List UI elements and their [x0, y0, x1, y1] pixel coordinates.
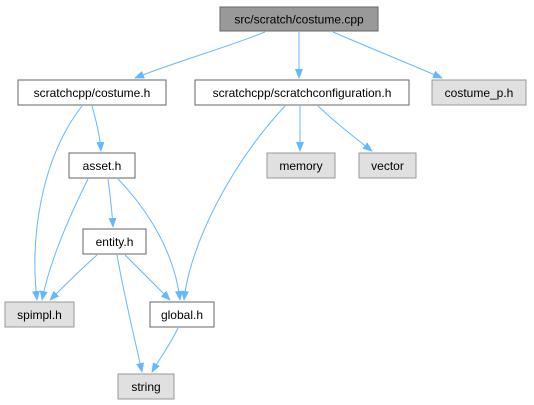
edge-costume-cpp-to-costume-p-h — [332, 31, 443, 79]
node-costume-p-h-box — [431, 79, 527, 106]
node-spimpl-h[interactable]: spimpl.h — [4, 301, 75, 328]
node-string-label: string — [131, 380, 160, 394]
node-asset-h-box — [68, 152, 136, 179]
nodes-layer: src/scratch/costume.cpp scratchcpp/costu… — [4, 6, 527, 400]
node-costume-h-box — [17, 79, 167, 106]
node-asset-h-label: asset.h — [83, 159, 122, 173]
node-costume-h-label: scratchcpp/costume.h — [34, 86, 151, 100]
edge-asset-h-to-global-h — [117, 178, 183, 301]
edge-entity-h-to-spimpl-h — [49, 254, 98, 301]
node-costume-p-h-label: costume_p.h — [445, 86, 514, 100]
edge-entity-h-to-string — [116, 254, 144, 373]
edge-costume-h-to-spimpl-h — [31, 105, 83, 301]
node-memory[interactable]: memory — [266, 152, 336, 179]
edge-global-h-to-string — [151, 327, 179, 373]
node-global-h-label: global.h — [161, 308, 203, 322]
edge-costume-h-to-asset-h — [91, 105, 105, 152]
node-spimpl-h-box — [4, 301, 75, 328]
node-global-h-box — [149, 301, 215, 328]
edge-asset-h-to-entity-h — [107, 178, 117, 228]
node-spimpl-h-label: spimpl.h — [17, 308, 62, 322]
node-global-h[interactable]: global.h — [149, 301, 215, 328]
node-memory-label: memory — [279, 159, 322, 173]
edge-asset-h-to-spimpl-h — [39, 178, 89, 301]
edge-entity-h-to-global-h — [124, 254, 171, 301]
edge-costume-cpp-to-costume-h — [134, 31, 266, 79]
node-costume-h[interactable]: scratchcpp/costume.h — [17, 79, 167, 106]
node-costume-p-h[interactable]: costume_p.h — [431, 79, 527, 106]
node-scratchconfiguration-h[interactable]: scratchcpp/scratchconfiguration.h — [194, 79, 410, 106]
node-string[interactable]: string — [117, 373, 175, 400]
node-costume-cpp-label: src/scratch/costume.cpp — [234, 13, 364, 27]
node-entity-h[interactable]: entity.h — [82, 228, 147, 255]
edge-config-h-to-vector — [317, 105, 373, 152]
node-vector-box — [358, 152, 417, 179]
node-vector-label: vector — [371, 159, 404, 173]
node-asset-h[interactable]: asset.h — [68, 152, 136, 179]
node-scratchconfiguration-h-box — [194, 79, 410, 106]
node-entity-h-label: entity.h — [96, 235, 134, 249]
node-costume-cpp-box — [219, 6, 379, 32]
node-entity-h-box — [82, 228, 147, 255]
node-string-box — [117, 373, 175, 400]
edge-config-h-to-global-h — [181, 105, 286, 301]
node-scratchconfiguration-h-label: scratchcpp/scratchconfiguration.h — [213, 86, 392, 100]
node-memory-box — [266, 152, 336, 179]
node-vector[interactable]: vector — [358, 152, 417, 179]
node-costume-cpp[interactable]: src/scratch/costume.cpp — [219, 6, 379, 32]
edges-layer — [31, 31, 443, 373]
